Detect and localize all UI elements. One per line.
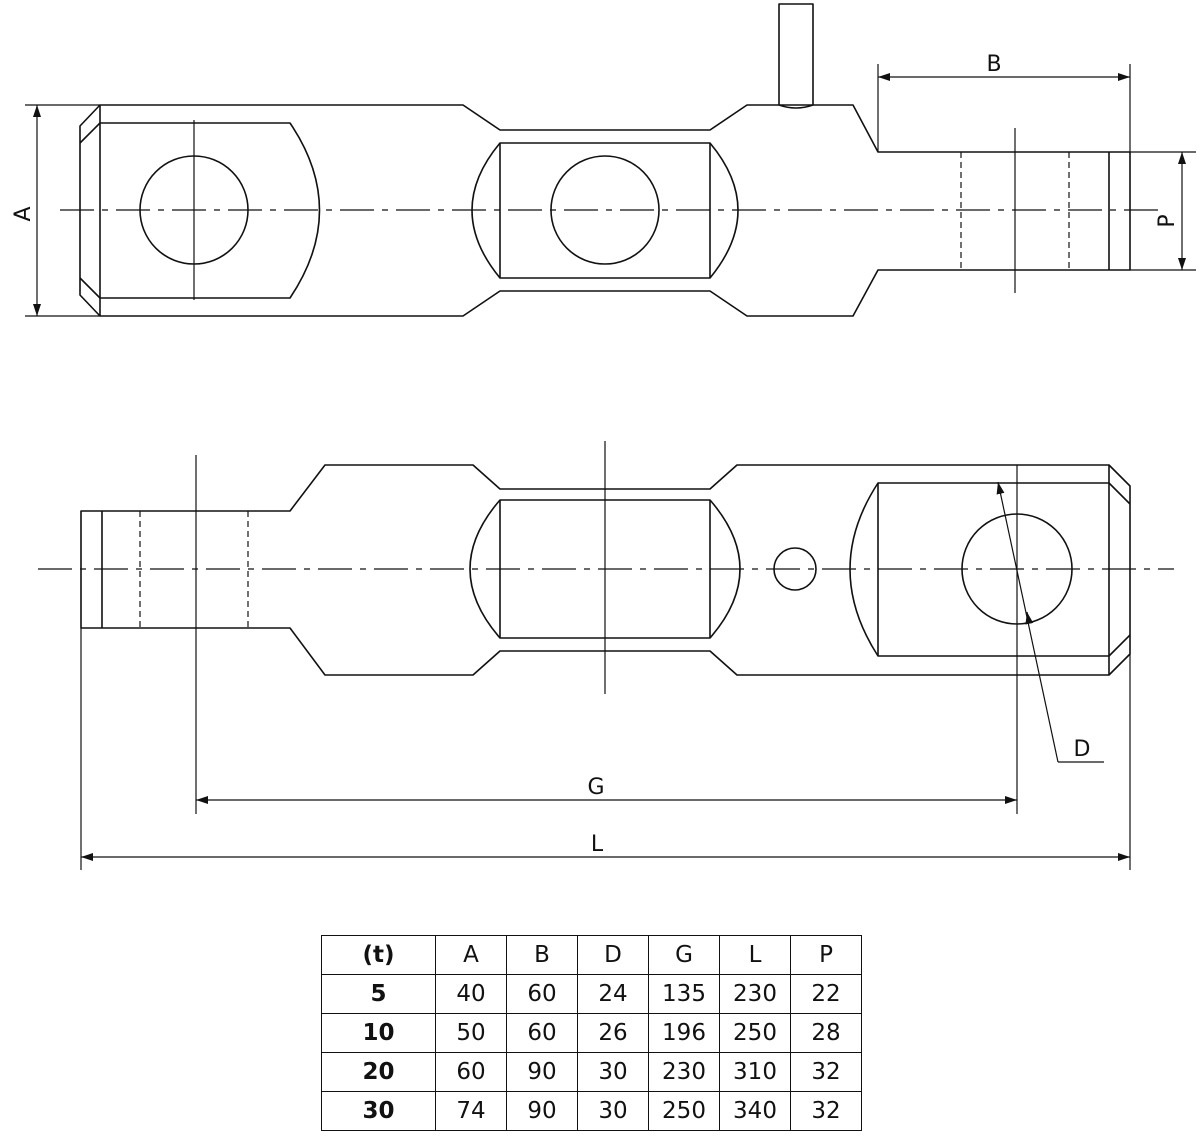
table-cell: 135	[648, 974, 720, 1014]
dim-d-label: D	[1074, 737, 1091, 762]
top-left-slot	[100, 122, 321, 299]
table-cell: 196	[648, 1013, 720, 1053]
table-cell: 30	[577, 1052, 649, 1092]
table-cell: 74	[435, 1091, 507, 1131]
table-cell: 310	[719, 1052, 791, 1092]
table-cell: 30	[321, 1091, 436, 1131]
table-cell: 230	[719, 974, 791, 1014]
header-p: P	[790, 935, 862, 975]
dim-a-label: A	[11, 206, 36, 221]
table-cell: 90	[506, 1052, 578, 1092]
table-cell: 90	[506, 1091, 578, 1131]
dim-l-label: L	[591, 832, 604, 857]
header-a: A	[435, 935, 507, 975]
cable-connector	[778, 3, 814, 109]
header-b: B	[506, 935, 578, 975]
table-cell: 230	[648, 1052, 720, 1092]
top-view: A B P	[11, 3, 1196, 317]
table-cell: 40	[435, 974, 507, 1014]
top-chamfer-lower	[79, 277, 101, 299]
table-cell: 340	[719, 1091, 791, 1131]
header-l: L	[719, 935, 791, 975]
dim-p-label: P	[1155, 214, 1180, 227]
dimension-table: (t) A B D G L P 5 40 60 24 135 230 22 10…	[321, 935, 862, 1131]
table-header-row: (t) A B D G L P	[321, 935, 862, 975]
table-cell: 26	[577, 1013, 649, 1053]
header-g: G	[648, 935, 720, 975]
header-d: D	[577, 935, 649, 975]
table-cell: 60	[435, 1052, 507, 1092]
table-cell: 22	[790, 974, 862, 1014]
top-chamfer-upper	[79, 122, 101, 144]
table-row: 5 40 60 24 135 230 22	[321, 974, 862, 1014]
table-cell: 60	[506, 974, 578, 1014]
table-cell: 10	[321, 1013, 436, 1053]
table-cell: 20	[321, 1052, 436, 1092]
bottom-chamfer-lower	[1108, 634, 1131, 657]
header-capacity: (t)	[321, 935, 436, 975]
table-cell: 24	[577, 974, 649, 1014]
table-cell: 28	[790, 1013, 862, 1053]
table-cell: 32	[790, 1091, 862, 1131]
table-cell: 50	[435, 1013, 507, 1053]
table-cell: 30	[577, 1091, 649, 1131]
table-cell: 60	[506, 1013, 578, 1053]
table-cell: 32	[790, 1052, 862, 1092]
dim-b-label: B	[986, 52, 1001, 77]
table-row: 30 74 90 30 250 340 32	[321, 1091, 862, 1131]
bottom-chamfer-upper	[1108, 482, 1131, 505]
table-cell: 250	[648, 1091, 720, 1131]
dim-d-arrow-lower	[1025, 611, 1034, 625]
table-cell: 250	[719, 1013, 791, 1053]
dim-g-label: G	[587, 775, 604, 800]
table-row: 10 50 60 26 196 250 28	[321, 1013, 862, 1053]
table-row: 20 60 90 30 230 310 32	[321, 1052, 862, 1092]
table-cell: 5	[321, 974, 436, 1014]
bottom-view: D G L	[38, 441, 1174, 870]
